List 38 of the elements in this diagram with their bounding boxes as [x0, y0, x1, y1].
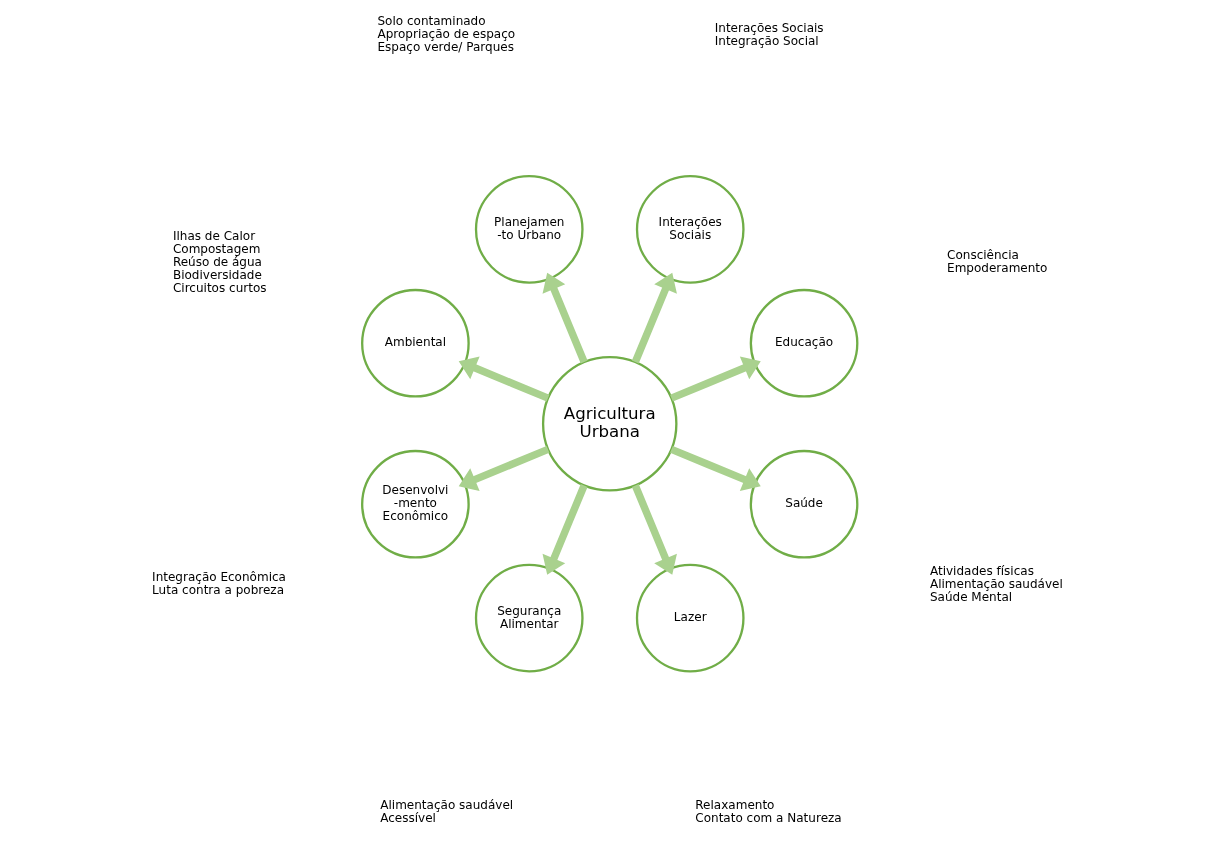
arrow: [670, 445, 761, 491]
node-label: Ilhas de Calor: [172, 228, 256, 243]
node-label: Saúde Mental: [929, 589, 1013, 604]
node-label: Alimentação saudável: [380, 798, 514, 813]
node-label: Acessível: [380, 811, 436, 826]
arrow: [542, 484, 588, 575]
node-circle: Planejamen -to Urbano: [474, 175, 584, 284]
node-label: Integração Social: [714, 33, 819, 48]
node-label: Interações Sociais: [714, 20, 824, 35]
node-label: Alimentação saudável: [929, 576, 1063, 591]
node-label: Apropriação de espaço: [377, 27, 516, 42]
node-circle: Educação: [749, 288, 859, 398]
node-label: Reúso de água: [172, 254, 262, 269]
arrow: [670, 356, 761, 402]
arrow: [631, 272, 677, 364]
node-label: Circuitos curtos: [172, 280, 267, 295]
node-label: Atividades físicas: [929, 563, 1034, 578]
node-label: Relaxamento: [695, 798, 775, 813]
node-label: Luta contra a pobreza: [152, 583, 285, 598]
node-circle: Saúde: [749, 449, 859, 559]
node-circle: Desenvolvi -mento Econômico: [361, 449, 470, 559]
node-label: Integração Econômica: [152, 570, 286, 585]
node-label: Contato com a Natureza: [695, 811, 842, 826]
node-circle: Interações Sociais: [635, 175, 745, 284]
node-label: Solo contaminado: [377, 14, 486, 29]
node-circle: Agricultura Urbana: [541, 355, 678, 492]
node-label: Espaço verde/ Parques: [377, 40, 514, 55]
node-circle: Lazer: [635, 563, 745, 673]
node-label: Empoderamento: [947, 261, 1048, 276]
arrow: [458, 356, 550, 402]
node-circle: Ambiental: [361, 288, 470, 398]
arrow: [458, 445, 550, 491]
arrow: [631, 484, 677, 575]
node-label: Biodiversidade: [172, 267, 262, 282]
arrow: [542, 272, 588, 364]
node-label: Consciência: [947, 248, 1019, 263]
node-circle: Segurança Alimentar: [474, 563, 584, 673]
node-label: Compostagem: [172, 241, 261, 256]
